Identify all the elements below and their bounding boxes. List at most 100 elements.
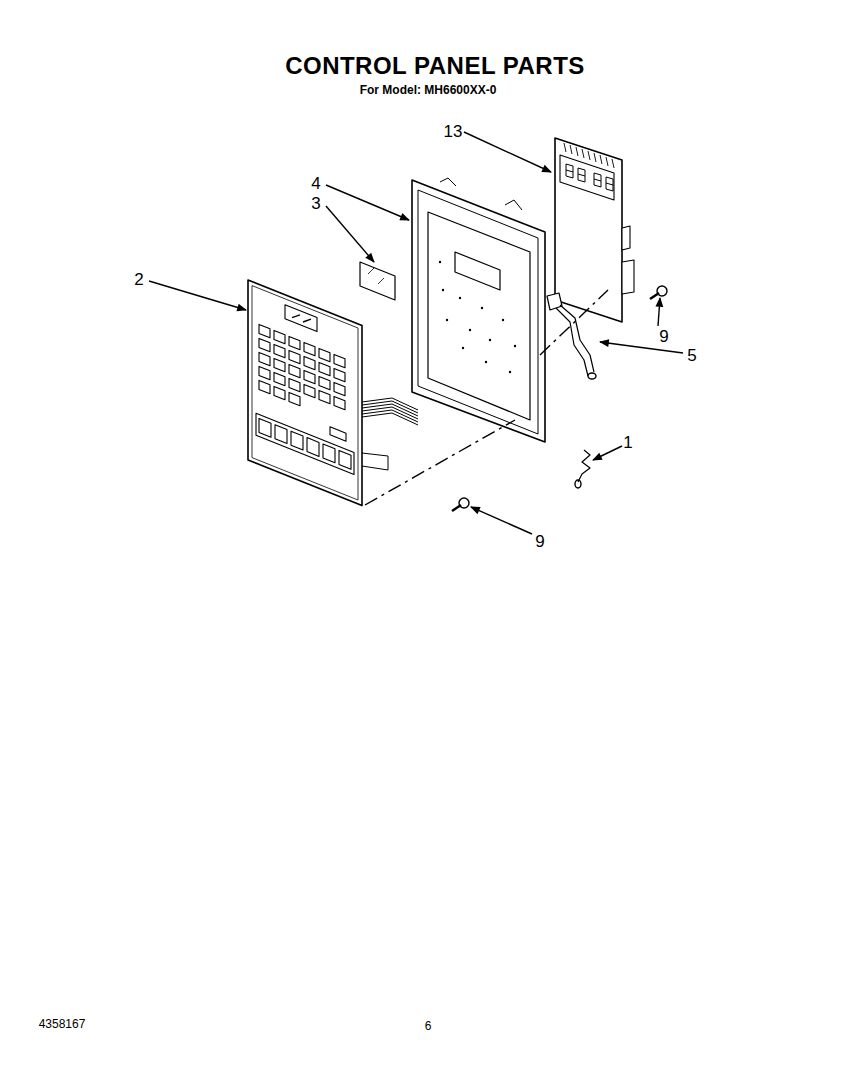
callout-number: 1	[623, 434, 632, 451]
callout-number: 2	[134, 271, 143, 288]
frame-tab	[505, 200, 522, 210]
leader-line	[593, 446, 622, 460]
frame-rim	[418, 190, 538, 434]
keypad-button	[289, 378, 300, 391]
frame-hole	[514, 345, 516, 347]
board-pin	[582, 149, 584, 158]
spring-end	[575, 480, 581, 488]
board-component	[622, 226, 630, 250]
keypad-button	[319, 348, 330, 361]
function-button	[339, 450, 351, 469]
model-subtitle: For Model: MH6600XX-0	[360, 84, 497, 96]
decal	[360, 262, 395, 300]
frame-hole	[485, 361, 487, 363]
frame-hole	[481, 307, 483, 309]
frame-opening	[428, 212, 530, 420]
leader-line	[658, 298, 660, 326]
callout-number: 9	[535, 533, 544, 550]
keypad-button	[334, 354, 345, 367]
keypad-button	[304, 384, 315, 397]
button-row-frame	[256, 413, 354, 474]
decal-mark	[368, 268, 374, 274]
frame-hole	[489, 339, 491, 341]
keypad-button	[274, 330, 285, 343]
keypad-button	[334, 382, 345, 395]
frame-hole	[442, 289, 444, 291]
keypad-button	[259, 352, 270, 365]
frame-hole	[509, 371, 511, 373]
control-board	[555, 138, 622, 322]
screw-shank	[452, 505, 461, 511]
keypad-button	[330, 427, 346, 441]
leader-line	[149, 281, 246, 310]
keypad-button	[304, 342, 315, 355]
keypad-button	[274, 344, 285, 357]
assembly-line	[540, 290, 608, 355]
digit-segment	[594, 179, 601, 181]
frame-hole	[459, 297, 461, 299]
spring-clip	[578, 450, 590, 482]
page-number: 6	[425, 1020, 432, 1032]
keypad-button	[289, 364, 300, 377]
keypad-button	[274, 358, 285, 371]
board-pin	[588, 151, 590, 160]
leader-line	[326, 206, 374, 262]
control-frame	[412, 180, 545, 442]
board-pin	[564, 143, 566, 152]
ribbon-cable	[362, 413, 418, 425]
frame-hole	[462, 347, 464, 349]
keypad-button	[319, 390, 330, 403]
cable-tab	[362, 453, 388, 470]
control-panel-overlay	[248, 280, 362, 506]
decal-mark	[378, 278, 384, 284]
board-component	[622, 260, 634, 294]
board-pin	[612, 159, 614, 168]
board-pin	[570, 145, 572, 154]
keypad-button	[334, 396, 345, 409]
leader-line	[326, 185, 409, 220]
frame-hole	[469, 329, 471, 331]
board-pin	[594, 153, 596, 162]
screw-shank	[650, 293, 659, 299]
function-button	[323, 444, 335, 463]
keypad-button	[274, 372, 285, 385]
board-pin	[600, 155, 602, 164]
display-window	[285, 305, 317, 332]
keypad-button	[274, 386, 285, 399]
callout-number: 9	[659, 328, 668, 345]
assembly-line	[365, 420, 515, 505]
display-digit	[566, 164, 573, 178]
callout-number: 13	[444, 123, 463, 140]
document-number: 4358167	[39, 1018, 86, 1030]
digit-segment	[566, 170, 573, 172]
callout-number: 3	[311, 195, 320, 212]
display-digit	[594, 173, 601, 187]
keypad-button	[304, 370, 315, 383]
frame-hole	[502, 319, 504, 321]
frame-window	[455, 252, 500, 290]
board-connector	[547, 293, 562, 310]
wire-terminal	[588, 373, 596, 379]
callout-number: 5	[687, 347, 696, 364]
function-button	[291, 431, 303, 450]
digit-segment	[578, 174, 585, 176]
keypad-button	[289, 336, 300, 349]
panel-inner-edge	[252, 286, 358, 500]
leader-line	[471, 507, 532, 534]
keypad-button	[304, 356, 315, 369]
function-button	[259, 418, 271, 437]
keypad-button	[319, 362, 330, 375]
function-button	[307, 438, 319, 457]
frame-tab	[440, 178, 456, 186]
display-digit	[606, 177, 613, 191]
leader-line	[600, 342, 683, 353]
frame-hole	[446, 319, 448, 321]
display-digit	[578, 168, 585, 182]
board-pin	[576, 147, 578, 156]
diagram-title: CONTROL PANEL PARTS	[285, 54, 585, 78]
board-pin	[606, 157, 608, 166]
keypad-button	[259, 338, 270, 351]
window-mark	[292, 315, 300, 318]
